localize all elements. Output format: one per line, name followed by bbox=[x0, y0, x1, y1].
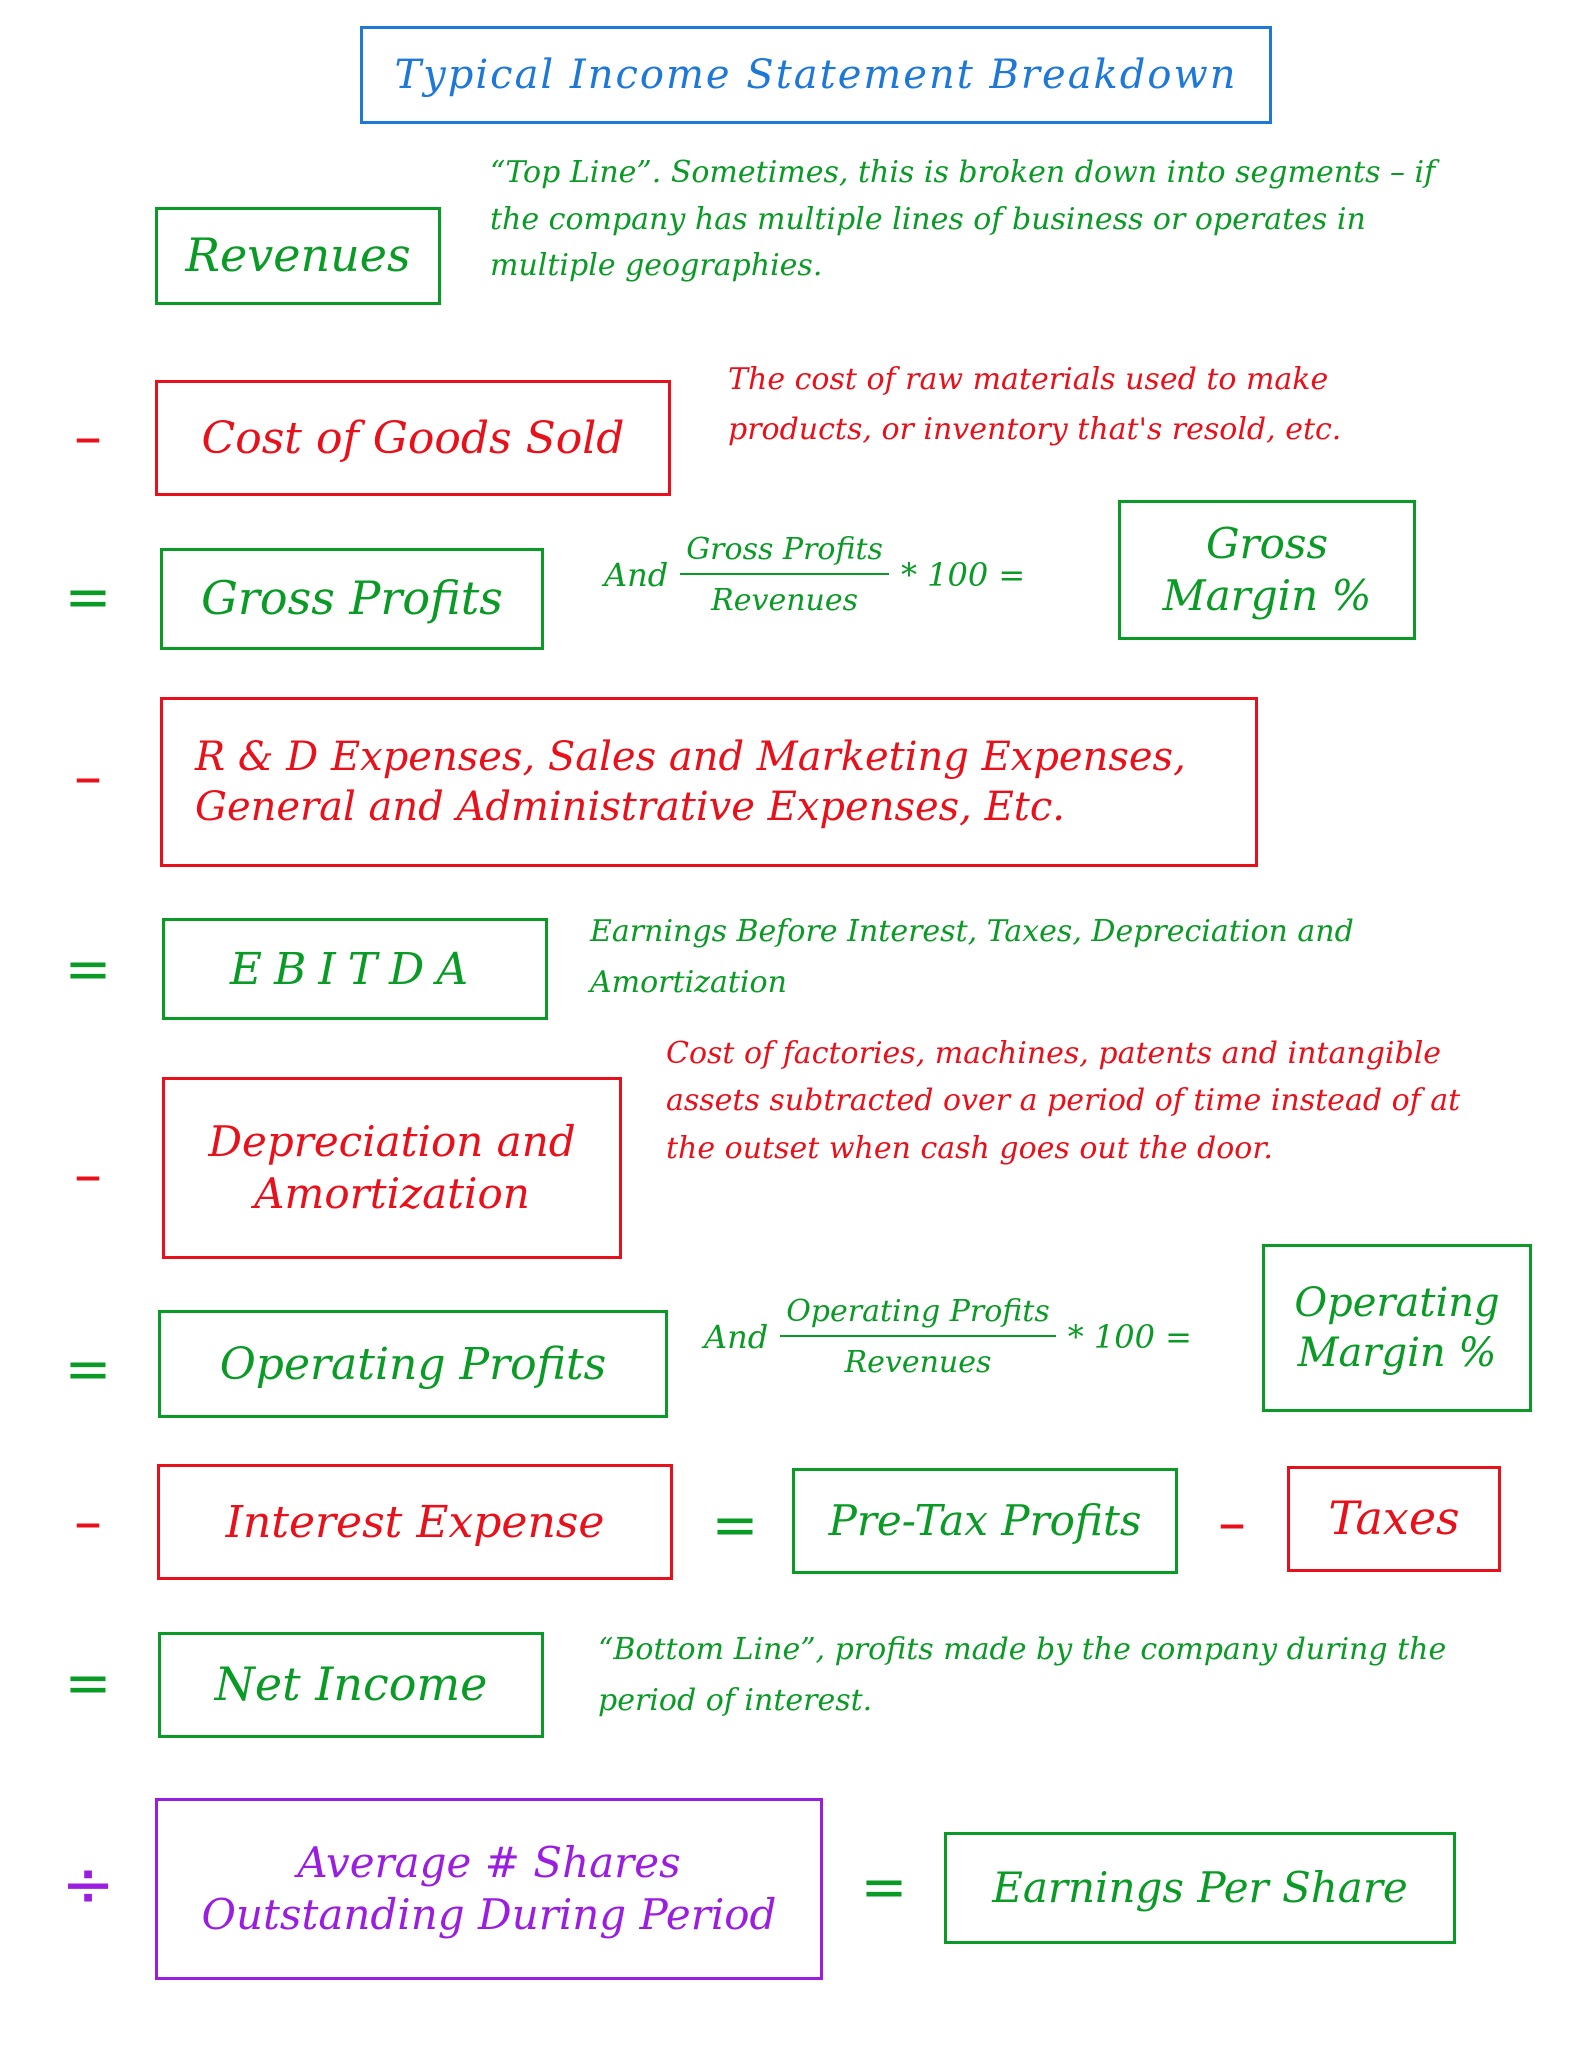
gross-margin-line2: Margin % bbox=[1162, 571, 1372, 620]
minus-operator: – bbox=[74, 1143, 102, 1208]
equals-operator: = bbox=[64, 565, 112, 630]
net-income-box: Net Income bbox=[158, 1632, 544, 1738]
gross-margin-box: Gross Margin % bbox=[1118, 500, 1416, 640]
operating-profits-label: Operating Profits bbox=[219, 1338, 607, 1390]
minus-operator: – bbox=[74, 1490, 102, 1555]
equals-operator: = bbox=[711, 1493, 759, 1558]
gross-margin-formula: And Gross Profits Revenues * 100 = bbox=[604, 532, 1025, 618]
eps-box: Earnings Per Share bbox=[944, 1832, 1456, 1944]
operating-margin-formula: And Operating Profits Revenues * 100 = bbox=[704, 1294, 1192, 1380]
ebitda-note: Earnings Before Interest, Taxes, Depreci… bbox=[590, 914, 1354, 1000]
multiply-text: * 100 = bbox=[1067, 1318, 1192, 1356]
fraction-numerator: Gross Profits bbox=[686, 532, 883, 567]
revenues-box: Revenues bbox=[155, 207, 441, 305]
revenues-note: “Top Line”. Sometimes, this is broken do… bbox=[490, 155, 1436, 283]
shares-line2: Outstanding During Period bbox=[201, 1890, 777, 1939]
opex-line1: R & D Expenses, Sales and Marketing Expe… bbox=[195, 734, 1186, 780]
title-box: Typical Income Statement Breakdown bbox=[360, 26, 1272, 124]
revenues-label: Revenues bbox=[185, 228, 411, 283]
gross-fraction: Gross Profits Revenues bbox=[680, 532, 889, 618]
pretax-profits-box: Pre-Tax Profits bbox=[792, 1468, 1178, 1574]
net-income-note: “Bottom Line”, profits made by the compa… bbox=[598, 1632, 1447, 1718]
cogs-note: The cost of raw materials used to make p… bbox=[728, 362, 1342, 447]
ebitda-box: EBITDA bbox=[162, 918, 548, 1020]
operating-margin-line2: Margin % bbox=[1297, 1330, 1497, 1376]
fraction-denominator: Revenues bbox=[844, 1345, 992, 1380]
equals-operator: = bbox=[64, 1337, 112, 1402]
opex-box: R & D Expenses, Sales and Marketing Expe… bbox=[160, 697, 1258, 867]
operating-margin-box: Operating Margin % bbox=[1262, 1244, 1532, 1412]
fraction-bar bbox=[680, 573, 889, 575]
operating-profits-box: Operating Profits bbox=[158, 1310, 668, 1418]
taxes-label: Taxes bbox=[1328, 1491, 1460, 1546]
fraction-numerator: Operating Profits bbox=[786, 1294, 1050, 1329]
pretax-profits-label: Pre-Tax Profits bbox=[828, 1495, 1142, 1545]
equals-operator: = bbox=[64, 937, 112, 1002]
gross-profits-box: Gross Profits bbox=[160, 548, 544, 650]
cogs-box: Cost of Goods Sold bbox=[155, 380, 671, 496]
da-line2: Amortization bbox=[254, 1169, 530, 1218]
eps-label: Earnings Per Share bbox=[992, 1862, 1408, 1912]
equals-operator: = bbox=[860, 1855, 908, 1920]
minus-operator: – bbox=[74, 745, 102, 810]
minus-operator: – bbox=[74, 405, 102, 470]
operating-margin-line1: Operating bbox=[1294, 1280, 1500, 1326]
interest-expense-box: Interest Expense bbox=[157, 1464, 673, 1580]
shares-line1: Average # Shares bbox=[297, 1837, 681, 1887]
shares-outstanding-box: Average # Shares Outstanding During Peri… bbox=[155, 1798, 823, 1980]
fraction-bar bbox=[780, 1335, 1056, 1337]
multiply-text: * 100 = bbox=[900, 556, 1026, 594]
operating-fraction: Operating Profits Revenues bbox=[780, 1294, 1056, 1380]
gross-profits-label: Gross Profits bbox=[201, 571, 503, 626]
equals-operator: = bbox=[64, 1651, 112, 1716]
ebitda-label: EBITDA bbox=[229, 943, 481, 995]
interest-expense-label: Interest Expense bbox=[225, 1496, 605, 1548]
taxes-box: Taxes bbox=[1287, 1466, 1501, 1572]
cogs-label: Cost of Goods Sold bbox=[201, 412, 625, 464]
divide-operator: ÷ bbox=[61, 1848, 115, 1922]
opex-line2: General and Administrative Expenses, Etc… bbox=[195, 784, 1065, 830]
gross-margin-line1: Gross bbox=[1205, 518, 1329, 568]
and-text: And bbox=[604, 556, 669, 594]
net-income-label: Net Income bbox=[214, 1657, 488, 1712]
minus-operator: – bbox=[1218, 1491, 1246, 1556]
da-line1: Depreciation and bbox=[208, 1116, 576, 1166]
fraction-denominator: Revenues bbox=[711, 583, 858, 618]
and-text: And bbox=[704, 1318, 769, 1356]
page-title: Typical Income Statement Breakdown bbox=[394, 52, 1238, 98]
da-box: Depreciation and Amortization bbox=[162, 1077, 622, 1259]
da-note: Cost of factories, machines, patents and… bbox=[666, 1036, 1461, 1166]
